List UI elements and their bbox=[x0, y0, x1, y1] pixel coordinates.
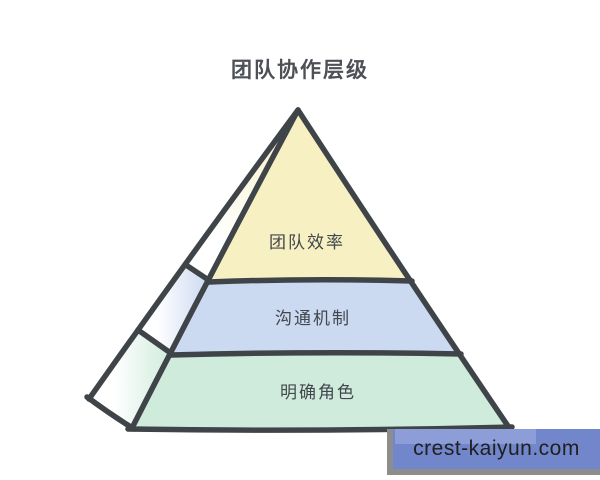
pyramid-inner-left-edge bbox=[129, 107, 301, 431]
pyramid-side-bottom-edge bbox=[84, 394, 137, 432]
diagram-title: 团队协作层级 bbox=[231, 58, 369, 82]
divider-middle-bottom-side bbox=[135, 327, 175, 357]
divider-top-middle-side bbox=[183, 262, 213, 284]
watermark-box: crest-kaiyun.com bbox=[393, 429, 600, 469]
divider-middle-bottom bbox=[168, 349, 464, 358]
pyramid-outer-left-edge bbox=[86, 107, 301, 402]
divider-top-middle bbox=[206, 276, 415, 285]
watermark: crest-kaiyun.com bbox=[387, 429, 600, 475]
watermark-text: crest-kaiyun.com bbox=[413, 437, 580, 460]
pyramid-outline bbox=[84, 107, 515, 433]
level-labels: 团队效率 沟通机制 明确角色 bbox=[269, 233, 356, 402]
side-face-bottom bbox=[90, 330, 171, 427]
level-middle-fill bbox=[171, 281, 459, 354]
level-top-label: 团队效率 bbox=[269, 233, 345, 252]
side-face-middle bbox=[139, 265, 209, 354]
watermark-highlight bbox=[395, 429, 536, 445]
level-middle-label: 沟通机制 bbox=[275, 309, 351, 328]
level-top-fill bbox=[209, 112, 411, 281]
pyramid-bottom-edge bbox=[125, 424, 515, 433]
level-bottom-label: 明确角色 bbox=[280, 383, 356, 402]
pyramid-right-edge bbox=[295, 107, 513, 432]
side-face-top bbox=[187, 112, 299, 281]
level-bottom-fill bbox=[133, 354, 508, 427]
